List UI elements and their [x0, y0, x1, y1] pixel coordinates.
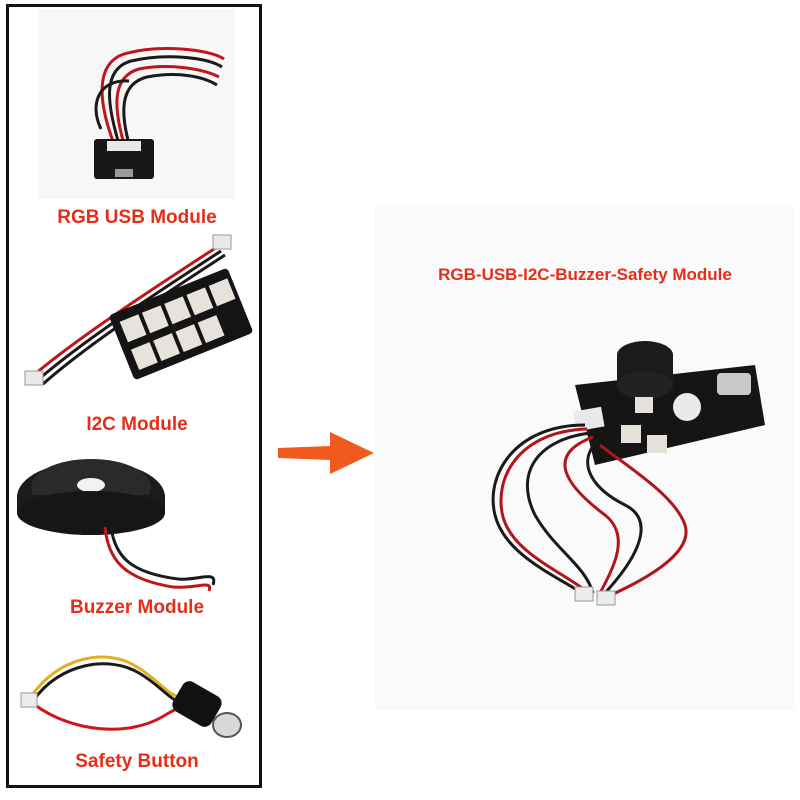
component-list-panel: RGB USB Module I2C Module Buzzer Modul	[6, 4, 262, 788]
safety-button-label: Safety Button	[75, 751, 199, 772]
safety-button-image	[20, 655, 242, 738]
buzzer-module-image	[17, 459, 216, 592]
right-arrow-icon	[278, 432, 374, 474]
rgb-usb-module-label: RGB USB Module	[57, 207, 217, 228]
rgb-usb-module-image	[39, 9, 235, 199]
buzzer-module-label: Buzzer Module	[69, 597, 205, 618]
i2c-module-label: I2C Module	[86, 414, 188, 435]
combined-module-panel: RGB-USB-I2C-Buzzer-Safety Module	[375, 205, 795, 710]
combined-module-image	[491, 341, 765, 606]
i2c-module-image	[24, 234, 253, 386]
combined-module-title: RGB-USB-I2C-Buzzer-Safety Module	[438, 265, 732, 284]
